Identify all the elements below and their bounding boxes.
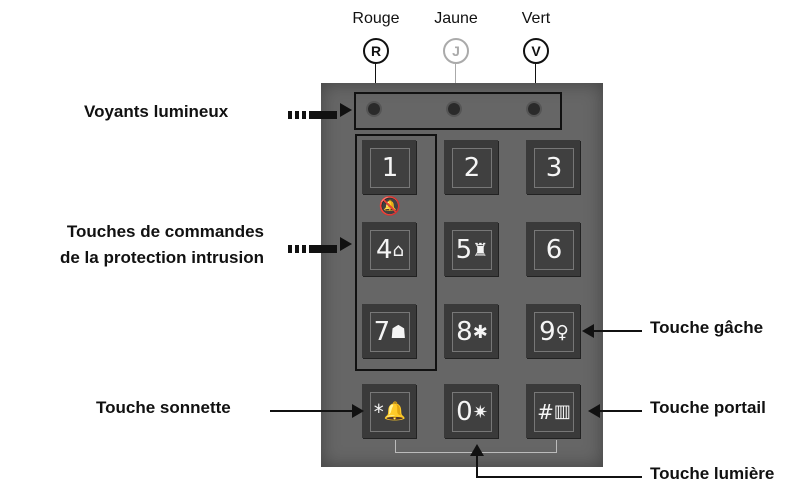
key-star[interactable]: *🔔 <box>362 384 416 438</box>
key-4[interactable]: 4⌂ <box>362 222 416 276</box>
key-0[interactable]: 0✷ <box>444 384 498 438</box>
person-icon: ♜ <box>472 240 489 261</box>
gache-line <box>592 330 642 332</box>
key-hash-symbol: # <box>537 400 554 424</box>
led-vert <box>528 103 540 115</box>
key-7-digit: 7 <box>373 317 391 347</box>
key-1[interactable]: 1🔕 <box>362 140 416 217</box>
bell-icon: 🔔 <box>383 401 407 422</box>
lumiere-line <box>476 476 642 478</box>
key-6[interactable]: 6 <box>526 222 580 276</box>
voyants-arrowhead <box>340 103 352 117</box>
light-icon: ✷ <box>472 402 488 423</box>
commandes-arrowhead <box>340 237 352 251</box>
house-filled-icon: ☗ <box>390 322 407 343</box>
portail-line <box>598 410 642 412</box>
callout-lumiere: Touche lumière <box>650 464 775 483</box>
keyhole-icon: ♀ <box>555 322 569 343</box>
key-9-digit: 9 <box>539 317 556 347</box>
sonnette-line <box>270 410 354 412</box>
key-5[interactable]: 5♜ <box>444 222 498 276</box>
portail-arrowhead <box>588 404 600 418</box>
commandes-arrow <box>288 240 340 253</box>
indicator-letter-v: V <box>523 38 549 64</box>
key-6-digit: 6 <box>545 235 563 265</box>
key-2-digit: 2 <box>463 153 481 183</box>
house-outline-icon: ⌂ <box>392 240 404 261</box>
key-hash[interactable]: #▥ <box>526 384 580 438</box>
key-7[interactable]: 7☗ <box>362 304 416 358</box>
indicator-letter-j: J <box>443 38 469 64</box>
indicator-label-jaune: Jaune <box>434 10 478 27</box>
key-4-digit: 4 <box>376 235 393 265</box>
lumiere-arrowhead <box>470 444 484 456</box>
key-9[interactable]: 9♀ <box>526 304 580 358</box>
intrusion-keys-group-box <box>355 134 437 371</box>
key-5-digit: 5 <box>455 235 473 265</box>
indicator-label-rouge: Rouge <box>352 10 400 27</box>
gate-icon: ▥ <box>553 401 571 422</box>
gache-arrowhead <box>582 324 594 338</box>
burst-icon: ✱ <box>472 322 488 343</box>
callout-gache: Touche gâche <box>650 318 764 337</box>
key-1-digit: 1 <box>381 153 399 183</box>
key-3[interactable]: 3 <box>526 140 580 194</box>
callout-voyants: Voyants lumineux <box>84 102 229 121</box>
led-strip <box>354 92 562 130</box>
key-8[interactable]: 8✱ <box>444 304 498 358</box>
callout-commandes-line2: de la protection intrusion <box>59 248 264 267</box>
callout-sonnette: Touche sonnette <box>96 398 231 417</box>
callout-portail: Touche portail <box>650 398 766 417</box>
key-2[interactable]: 2 <box>444 140 498 194</box>
led-rouge <box>368 103 380 115</box>
key-star-symbol: * <box>373 400 384 424</box>
intrusion-off-icon: 🔕 <box>378 196 402 217</box>
indicator-label-vert: Vert <box>521 10 551 27</box>
voyants-arrow <box>288 106 340 119</box>
key-3-digit: 3 <box>545 153 563 183</box>
lumiere-vertical-line <box>476 452 478 478</box>
led-jaune <box>448 103 460 115</box>
sonnette-arrowhead <box>352 404 364 418</box>
indicator-letter-r: R <box>363 38 389 64</box>
key-0-digit: 0 <box>456 397 473 427</box>
key-8-digit: 8 <box>456 317 473 347</box>
callout-commandes-line1: Touches de commandes <box>66 222 264 241</box>
